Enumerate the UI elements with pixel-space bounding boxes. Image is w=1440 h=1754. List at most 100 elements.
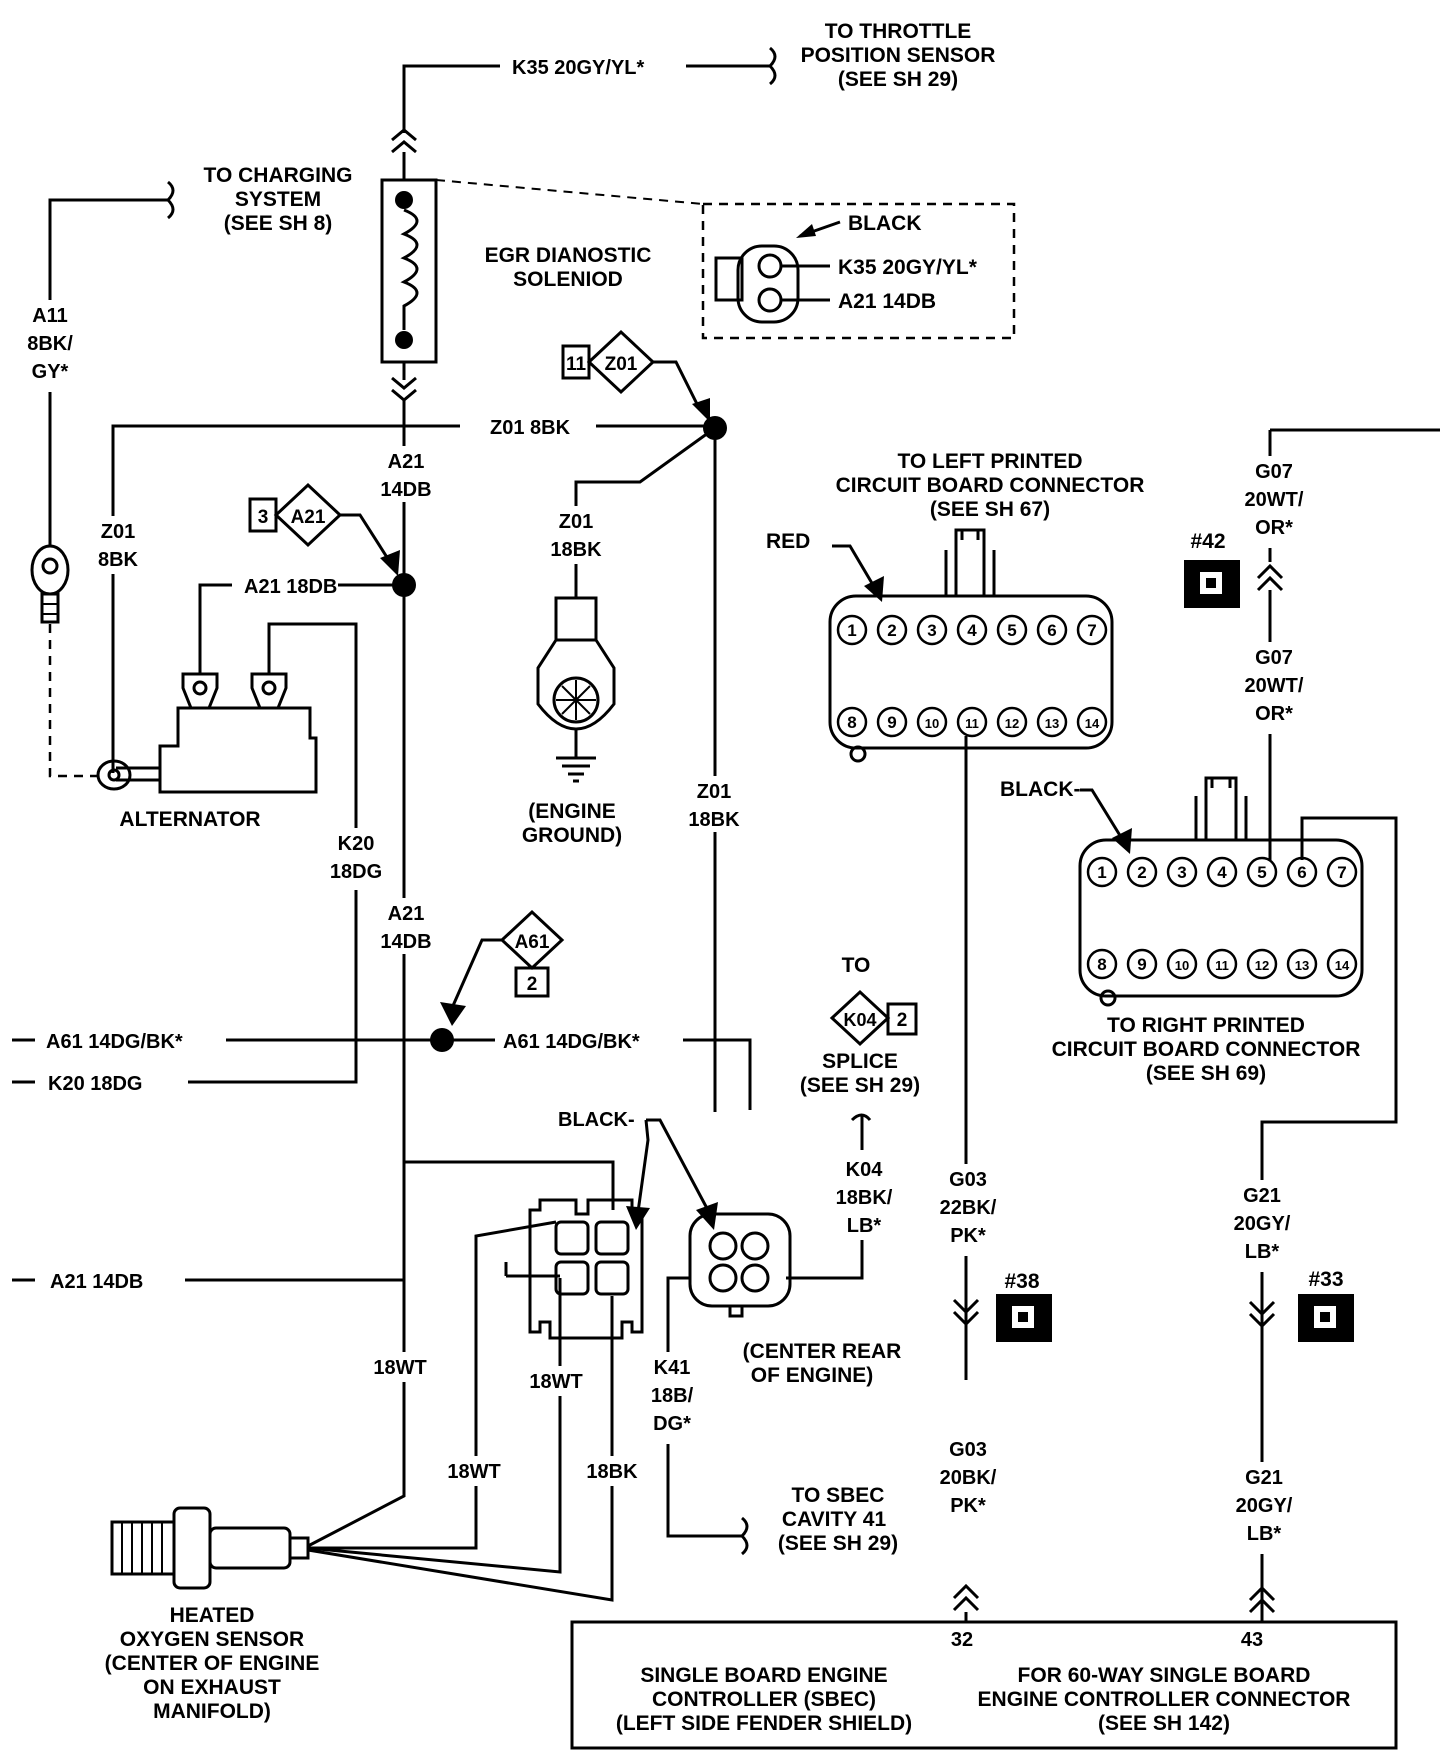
right-board-pin-2 bbox=[1126, 856, 1158, 888]
right-board-pin-label-14: 14 bbox=[1335, 958, 1350, 973]
a21-upper-1: A21 bbox=[388, 451, 425, 473]
ground-38-icon: #38 bbox=[996, 1270, 1052, 1342]
egr-label-2: SOLENIOD bbox=[513, 268, 623, 291]
left-board-dest-1: TO LEFT PRINTED bbox=[897, 450, 1082, 473]
a21-upper-2: 14DB bbox=[380, 479, 431, 501]
right-board-pin-label-10: 10 bbox=[1175, 958, 1189, 973]
left-board-pin-label-14: 14 bbox=[1085, 716, 1100, 731]
controller-right-2: ENGINE CONTROLLER CONNECTOR bbox=[978, 1688, 1351, 1711]
z01-long-2: 18BK bbox=[688, 809, 740, 831]
k20-label-1: K20 bbox=[338, 833, 375, 855]
k04-wire-3: LB* bbox=[847, 1215, 882, 1237]
right-board-pin-label-7: 7 bbox=[1337, 863, 1346, 882]
right-board-pin-label-8: 8 bbox=[1097, 955, 1106, 974]
a21-splice-id: A21 bbox=[291, 507, 326, 528]
k04-num: 2 bbox=[897, 1010, 908, 1031]
left-board-pin-label-5: 5 bbox=[1007, 621, 1016, 640]
right-board-pin-8 bbox=[1086, 948, 1118, 980]
right-board-pin-3 bbox=[1166, 856, 1198, 888]
g03-upper-2: 22BK/ bbox=[940, 1197, 997, 1219]
g03-upper-3: PK* bbox=[950, 1225, 986, 1247]
throttle-wire-label: K35 20GY/YL* bbox=[512, 57, 645, 79]
g07-lower-2: 20WT/ bbox=[1245, 675, 1304, 697]
right-board-pin-12 bbox=[1246, 948, 1278, 980]
z01-splice-id: Z01 bbox=[605, 354, 638, 375]
left-board-pin-label-10: 10 bbox=[925, 716, 939, 731]
left-board-pin-4 bbox=[956, 614, 988, 646]
k04-wire-1: K04 bbox=[846, 1159, 884, 1181]
o2-black-label: BLACK- bbox=[558, 1109, 635, 1131]
sensor-label-4: ON EXHAUST bbox=[143, 1676, 281, 1699]
g33-label: #33 bbox=[1308, 1268, 1343, 1291]
k20-left-label: K20 18DG bbox=[48, 1073, 143, 1095]
left-board-pin-label-4: 4 bbox=[967, 621, 977, 640]
left-board-pin-label-12: 12 bbox=[1005, 716, 1019, 731]
z01-left-2: 8BK bbox=[98, 549, 139, 571]
right-board-pin-11 bbox=[1206, 948, 1238, 980]
k20-label-2: 18DG bbox=[330, 861, 382, 883]
left-board-pin-2 bbox=[876, 614, 908, 646]
controller-right-1: FOR 60-WAY SINGLE BOARD bbox=[1018, 1664, 1311, 1687]
left-board-connector: TO LEFT PRINTED CIRCUIT BOARD CONNECTOR … bbox=[766, 450, 1145, 1612]
right-board-dest-1: TO RIGHT PRINTED bbox=[1107, 1014, 1305, 1037]
sbec-cavity-2: CAVITY 41 bbox=[782, 1508, 887, 1531]
g07-lower-1: G07 bbox=[1255, 647, 1293, 669]
throttle-dest-1: TO THROTTLE bbox=[825, 20, 972, 43]
g21-upper-1: G21 bbox=[1243, 1185, 1281, 1207]
g42-label: #42 bbox=[1190, 530, 1225, 553]
a61-left-label: A61 14DG/BK* bbox=[46, 1031, 183, 1053]
g07-upper-2: 20WT/ bbox=[1245, 489, 1304, 511]
o2-location-2: OF ENGINE) bbox=[751, 1364, 874, 1387]
right-board-dest-3: (SEE SH 69) bbox=[1146, 1062, 1266, 1085]
g21-lower-2: 20GY/ bbox=[1236, 1495, 1293, 1517]
k04-to: TO bbox=[842, 954, 871, 977]
sensor-label-3: (CENTER OF ENGINE bbox=[105, 1652, 320, 1675]
left-board-pin-label-9: 9 bbox=[887, 713, 896, 732]
left-board-pin-label-2: 2 bbox=[887, 621, 896, 640]
g21-lower-1: G21 bbox=[1245, 1467, 1283, 1489]
sensor-label-5: MANIFOLD) bbox=[153, 1700, 271, 1723]
g03-lower-2: 20BK/ bbox=[940, 1467, 997, 1489]
right-board-pin-label-9: 9 bbox=[1137, 955, 1146, 974]
left-board-pin-label-11: 11 bbox=[965, 716, 979, 731]
left-board-dest-2: CIRCUIT BOARD CONNECTOR bbox=[836, 474, 1145, 497]
right-board-pin-4 bbox=[1206, 856, 1238, 888]
o2-location-1: (CENTER REAR bbox=[743, 1340, 902, 1363]
left-board-pin-13 bbox=[1036, 706, 1068, 738]
a61-right-label: A61 14DG/BK* bbox=[503, 1031, 640, 1053]
left-board-pin-6 bbox=[1036, 614, 1068, 646]
alternator-icon: ALTERNATOR K20 18DG K20 18DG bbox=[12, 622, 389, 1095]
left-board-dest-3: (SEE SH 67) bbox=[930, 498, 1050, 521]
right-board-pin-label-2: 2 bbox=[1137, 863, 1146, 882]
k04-wire-2: 18BK/ bbox=[836, 1187, 893, 1209]
g21-lower-3: LB* bbox=[1247, 1523, 1282, 1545]
a21-wiring: A21 14DB A21 14DB 3 A21 A21 18DB A21 14D… bbox=[12, 398, 434, 1293]
bk-label: 18BK bbox=[586, 1461, 638, 1483]
z01-left-1: Z01 bbox=[101, 521, 135, 543]
right-board-pin-5 bbox=[1246, 856, 1278, 888]
controller-right-3: (SEE SH 142) bbox=[1098, 1712, 1230, 1735]
sensor-label-1: HEATED bbox=[170, 1604, 255, 1627]
k41-label-1: K41 bbox=[654, 1357, 691, 1379]
a21-left-label: A21 14DB bbox=[50, 1271, 143, 1293]
g38-label: #38 bbox=[1004, 1270, 1039, 1293]
cavity-43: 43 bbox=[1241, 1629, 1263, 1651]
sbec-controller-box: 32 43 SINGLE BOARD ENGINE CONTROLLER (SB… bbox=[570, 1612, 1398, 1750]
ground-42-icon: #42 bbox=[1184, 530, 1240, 608]
z01-wiring: Z01 8BK Z01 8BK 11 Z01 Z01 18BK Z01 18BK bbox=[88, 329, 746, 1112]
a11-label-3: GY* bbox=[32, 361, 69, 383]
left-board-pin-label-7: 7 bbox=[1087, 621, 1096, 640]
egr-connector-detail: BLACK K35 20GY/YL* A21 14DB bbox=[701, 202, 1016, 340]
left-board-pin-9 bbox=[876, 706, 908, 738]
egr-connector-color: BLACK bbox=[848, 212, 922, 235]
sbec-cavity-1: TO SBEC bbox=[792, 1484, 885, 1507]
controller-left-1: SINGLE BOARD ENGINE bbox=[640, 1664, 887, 1687]
left-board-pin-11 bbox=[956, 706, 988, 738]
ground-33-icon: #33 bbox=[1298, 1268, 1354, 1342]
throttle-wire-group: K35 20GY/YL* TO THROTTLE POSITION SENSOR… bbox=[391, 20, 995, 180]
alternator-label: ALTERNATOR bbox=[119, 808, 260, 831]
left-board-pin-8 bbox=[836, 706, 868, 738]
sbec-cavity-3: (SEE SH 29) bbox=[778, 1532, 898, 1555]
right-board-pin-1 bbox=[1086, 856, 1118, 888]
